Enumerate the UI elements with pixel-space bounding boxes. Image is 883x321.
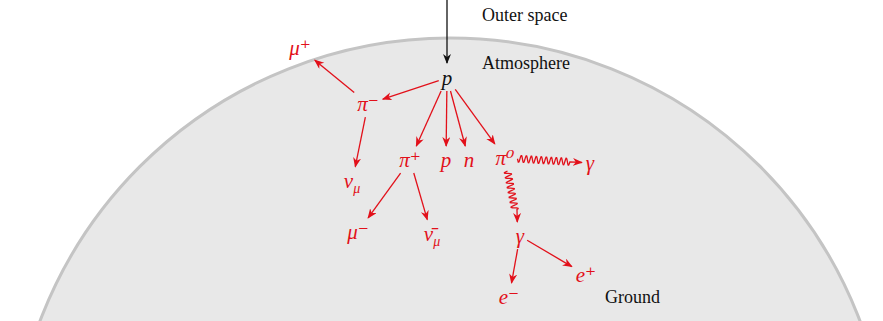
particle-symbol: π⁻ xyxy=(357,92,379,116)
particle-subscript: μ xyxy=(353,181,360,196)
particle-node: π⁰ xyxy=(494,146,517,170)
particle-symbol: e⁻ xyxy=(499,285,519,309)
particle-symbol: π⁺ xyxy=(399,148,421,172)
particle-subscript: μ xyxy=(433,234,440,249)
region-label: Outer space xyxy=(482,6,567,26)
particle-symbol: μ⁻ xyxy=(347,220,369,244)
particle-node: γ xyxy=(514,224,526,248)
particle-symbol: μ⁺ xyxy=(289,36,311,60)
particle-node: p xyxy=(439,148,454,172)
decay-arrow xyxy=(416,91,441,146)
particle-node: p xyxy=(440,66,455,90)
photon-arrow xyxy=(517,156,581,165)
particle-node: π⁻ xyxy=(355,92,381,116)
region-label: Ground xyxy=(605,288,660,308)
particle-node: μ⁻ xyxy=(345,220,371,244)
particle-node: e⁻ xyxy=(497,285,521,309)
photon-arrow xyxy=(504,171,518,222)
particle-node: e⁺ xyxy=(574,263,598,287)
particle-symbol: γ xyxy=(516,224,524,248)
particle-node: νμ xyxy=(342,169,362,198)
particle-symbol: ν̄ xyxy=(424,222,433,246)
incoming-arrow xyxy=(446,0,447,63)
decay-arrow xyxy=(315,60,354,92)
particle-node: π⁺ xyxy=(397,148,423,172)
particle-symbol: π⁰ xyxy=(496,146,515,170)
decay-arrow xyxy=(368,173,400,218)
particle-node: γ xyxy=(584,151,596,175)
particle-node: ν̄μ xyxy=(422,222,442,251)
particle-symbol: p xyxy=(442,66,453,90)
decay-arrow xyxy=(355,117,365,167)
particle-symbol: n xyxy=(464,148,475,172)
earth-surface xyxy=(12,38,883,321)
decay-arrow xyxy=(455,89,495,144)
particle-node: n xyxy=(462,148,477,172)
region-label: Atmosphere xyxy=(482,54,570,74)
particle-symbol: γ xyxy=(586,151,594,175)
particle-symbol: p xyxy=(441,148,452,172)
decay-arrow xyxy=(383,81,439,99)
particle-node: μ⁺ xyxy=(287,36,313,60)
decay-arrow xyxy=(446,91,448,146)
particle-symbol: ν xyxy=(344,169,353,193)
particle-symbol: e⁺ xyxy=(576,263,596,287)
decay-arrow xyxy=(512,249,518,283)
decay-arrow xyxy=(527,240,572,266)
decay-arrow xyxy=(414,173,428,220)
